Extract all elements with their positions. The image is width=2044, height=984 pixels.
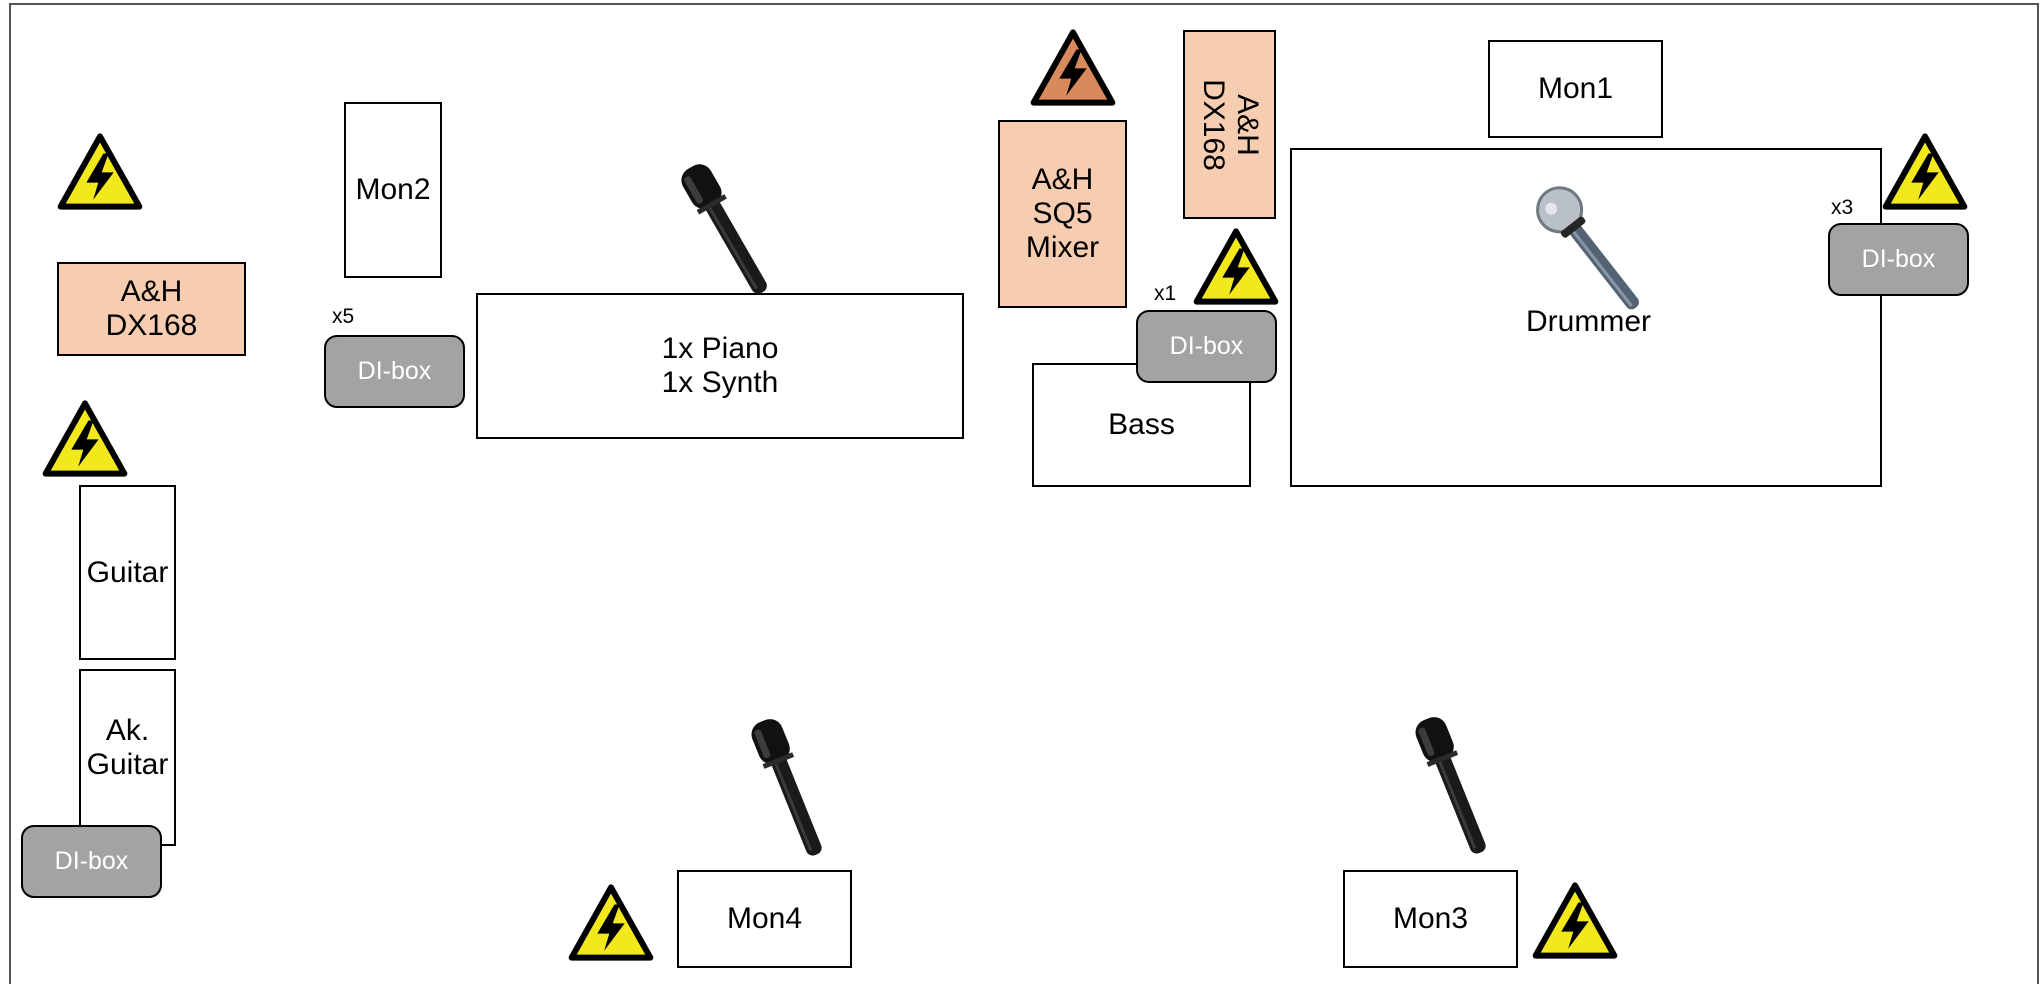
monitor-mon4: Mon4: [677, 870, 852, 968]
di-box-drums-label: DI-box: [1861, 245, 1936, 273]
di-count-drums: x3: [1831, 196, 1854, 219]
ak-guitar-label: Ak. Guitar: [86, 713, 169, 781]
monitor-mon2: Mon2: [344, 102, 442, 278]
drum-riser: [1290, 148, 1882, 487]
electrical-hazard-icon: [1882, 133, 1968, 210]
di-box-bass: DI-box: [1136, 310, 1277, 383]
electrical-hazard-icon: [1030, 29, 1116, 106]
electrical-hazard-icon: [42, 400, 128, 477]
bass-label: Bass: [1108, 408, 1175, 441]
di-count-bass: x1: [1154, 282, 1177, 305]
monitor-mon4-label: Mon4: [726, 902, 803, 935]
monitor-mon3-label: Mon3: [1392, 902, 1469, 935]
keys-label: 1x Piano 1x Synth: [661, 332, 779, 399]
mixer-sq5: A&H SQ5 Mixer: [998, 120, 1127, 308]
monitor-mon2-label: Mon2: [355, 173, 431, 206]
stage-border: [9, 3, 2039, 984]
bass-amp: Bass: [1032, 363, 1251, 487]
di-count-keys: x5: [332, 305, 355, 328]
electrical-hazard-icon: [57, 133, 143, 210]
keys-riser: 1x Piano 1x Synth: [476, 293, 964, 439]
drummer-label: Drummer: [1526, 305, 1651, 338]
electrical-hazard-icon: [1193, 228, 1279, 305]
monitor-mon1: Mon1: [1488, 40, 1663, 138]
mixer-sq5-label: A&H SQ5 Mixer: [1025, 163, 1100, 264]
di-box-bass-label: DI-box: [1169, 332, 1244, 360]
stagebox-dx168-right-label: A&H DX168: [1196, 78, 1264, 171]
di-box-keys: DI-box: [324, 335, 465, 408]
di-box-ak-guitar: DI-box: [21, 825, 162, 898]
di-box-ak-guitar-label: DI-box: [54, 847, 129, 875]
stagebox-dx168-left-label: A&H DX168: [105, 275, 198, 342]
guitar-amp: Guitar: [79, 485, 176, 660]
monitor-mon3: Mon3: [1343, 870, 1518, 968]
electrical-hazard-icon: [1532, 882, 1618, 959]
stagebox-dx168-left: A&H DX168: [57, 262, 246, 356]
ak-guitar-position: Ak. Guitar: [79, 669, 176, 846]
guitar-label: Guitar: [86, 555, 169, 589]
di-box-keys-label: DI-box: [357, 357, 432, 385]
di-box-drums: DI-box: [1828, 223, 1969, 296]
stagebox-dx168-right: A&H DX168: [1183, 30, 1276, 219]
electrical-hazard-icon: [568, 884, 654, 961]
monitor-mon1-label: Mon1: [1537, 72, 1614, 105]
